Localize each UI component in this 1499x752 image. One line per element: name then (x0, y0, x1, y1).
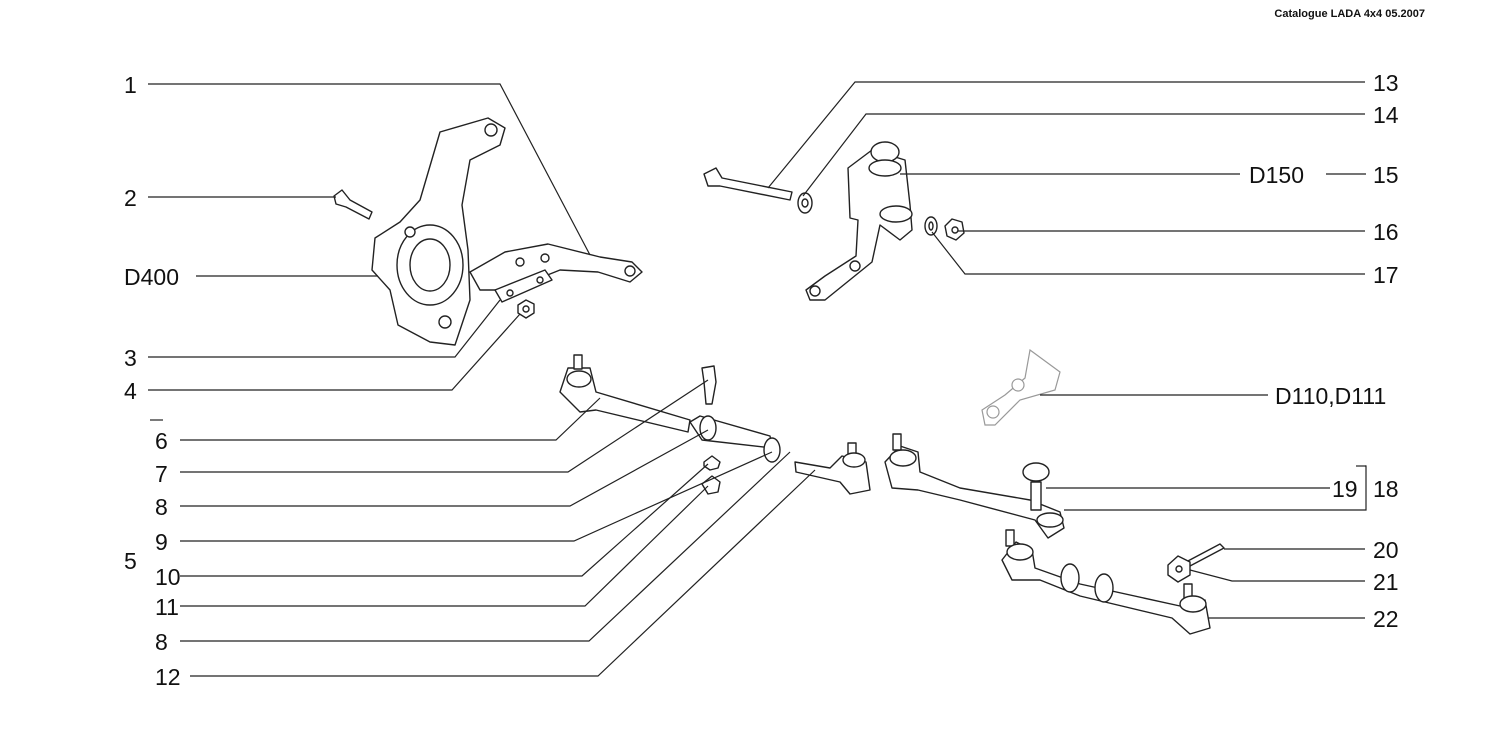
label-part-6: 6 (155, 428, 168, 454)
label-part-3: 3 (124, 345, 137, 371)
label-part-12: 12 (155, 664, 181, 690)
pendulum-arm-bracket[interactable] (805, 141, 913, 301)
nut[interactable] (701, 475, 721, 495)
clamp-bolt[interactable] (701, 365, 717, 405)
label-part-10: 10 (155, 564, 181, 590)
nut[interactable] (944, 218, 965, 241)
washer[interactable] (924, 216, 938, 236)
center-link[interactable] (884, 433, 1065, 539)
lock-plate[interactable] (494, 269, 553, 303)
label-part-8a: 8 (155, 494, 168, 520)
label-d110-d111: D110,D111 (1275, 383, 1386, 409)
steering-knuckle[interactable] (371, 117, 506, 346)
label-d400: D400 (124, 264, 179, 290)
label-part-11: 11 (155, 594, 179, 620)
outer-tie-rod-end[interactable] (559, 354, 691, 433)
label-part-4: 4 (124, 378, 137, 404)
castle-nut[interactable] (1167, 555, 1191, 583)
label-part-5: 5 (124, 548, 137, 574)
label-part-9: 9 (155, 529, 168, 555)
label-d150: D150 (1249, 162, 1304, 188)
label-part-2: 2 (124, 185, 137, 211)
label-part-13: 13 (1373, 70, 1399, 96)
label-part-20: 20 (1373, 537, 1399, 563)
tie-rod-assembly[interactable] (1001, 529, 1211, 635)
bolt[interactable] (333, 189, 373, 220)
cotter-pin[interactable] (1185, 543, 1225, 567)
label-part-16: 16 (1373, 219, 1399, 245)
idler-arm-reference (981, 348, 1061, 426)
inner-tie-rod-end[interactable] (794, 442, 871, 495)
long-bolt[interactable] (703, 167, 793, 201)
label-part-1: 1 (124, 72, 137, 98)
label-part-22: 22 (1373, 606, 1399, 632)
leader-lines (148, 81, 1367, 677)
label-part-18: 18 (1373, 476, 1399, 502)
label-part-19: 19 (1332, 476, 1358, 502)
label-part-8b: 8 (155, 629, 168, 655)
label-part-14: 14 (1373, 102, 1399, 128)
label-part-15: 15 (1373, 162, 1399, 188)
washer[interactable] (797, 192, 813, 214)
nut[interactable] (703, 455, 721, 471)
nut[interactable] (517, 299, 535, 319)
label-part-7: 7 (155, 461, 168, 487)
label-part-21: 21 (1373, 569, 1399, 595)
catalogue-header: Catalogue LADA 4x4 05.2007 (1274, 8, 1425, 20)
adjusting-sleeve[interactable] (689, 415, 781, 463)
label-part-17: 17 (1373, 262, 1399, 288)
steering-arm[interactable] (469, 243, 643, 291)
